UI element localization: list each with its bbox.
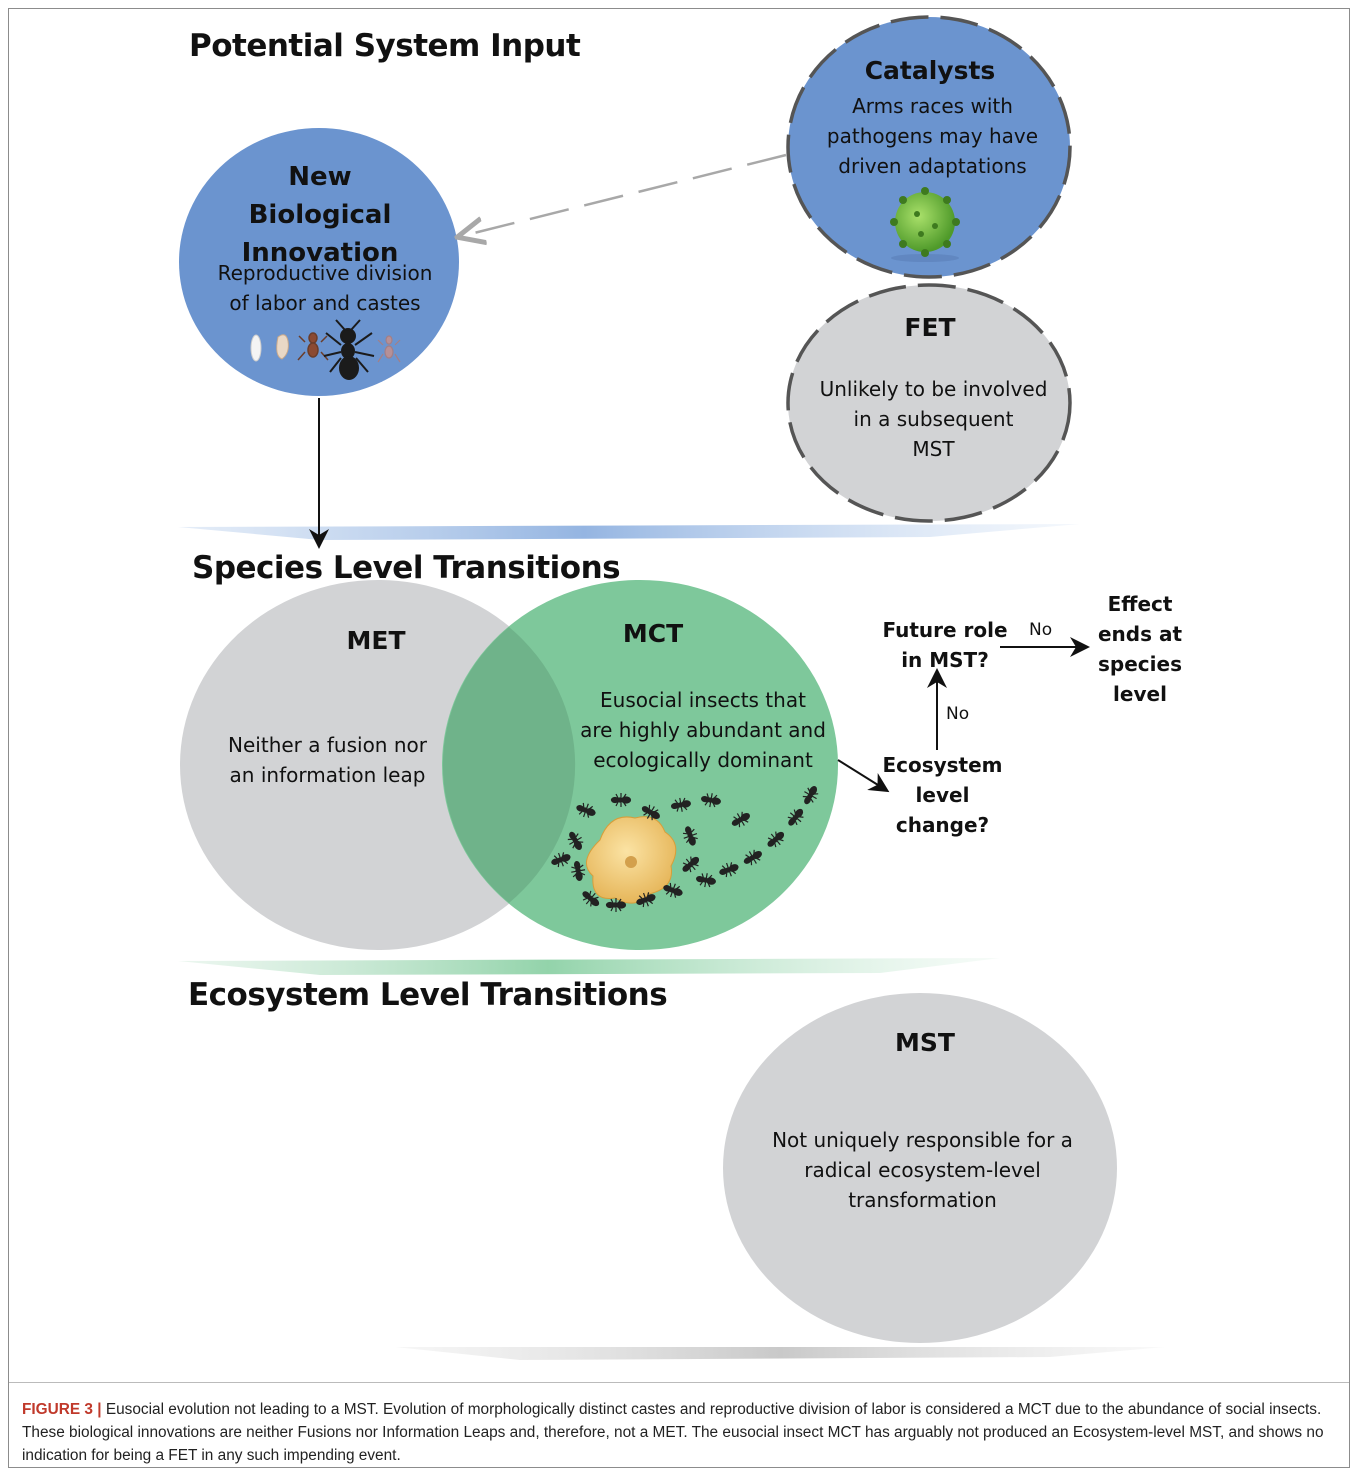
overlap-region — [442, 627, 576, 903]
fet-circle — [786, 283, 1072, 523]
pathogen-icon — [890, 187, 960, 262]
mct-to-ecosystem-arrow — [837, 759, 890, 793]
fet-text: Unlikely to be involved in a subsequent … — [819, 377, 1048, 461]
ant-icon — [802, 786, 819, 805]
ant-icon — [605, 898, 627, 912]
catalysts-circle — [786, 15, 1072, 279]
innovation-circle — [179, 128, 459, 396]
mst-title: MST — [895, 1028, 955, 1057]
catalyst-arrow — [462, 153, 787, 236]
caption-text: Eusocial evolution not leading to a MST.… — [22, 1401, 1324, 1464]
ant-icon — [696, 873, 716, 888]
ecosystem-level-band — [178, 958, 1000, 975]
ant-icon — [610, 793, 632, 807]
ant-colony-icon — [551, 786, 819, 912]
met-title: MET — [346, 626, 406, 655]
ant-icon — [787, 808, 804, 826]
ant-icon — [767, 831, 785, 848]
ant-icon — [641, 804, 660, 821]
no-label-up: No — [946, 704, 970, 724]
ant-icon — [571, 861, 586, 881]
caste-icons — [250, 319, 401, 380]
ant-icon — [636, 892, 656, 908]
bottom-band — [395, 1347, 1165, 1360]
ant-icon — [671, 797, 691, 812]
mst-circle — [723, 993, 1117, 1343]
no-label-right: No — [1029, 620, 1053, 640]
ant-icon — [731, 811, 750, 828]
heading-potential-input: Potential System Input — [189, 28, 581, 64]
effect-ends-label: Effect ends at species level — [1097, 592, 1183, 706]
catalysts-text: Arms races with pathogens may have drive… — [826, 94, 1039, 178]
future-role-question: Future role in MST? — [882, 618, 1008, 672]
ant-icon — [743, 849, 762, 866]
ant-icon — [701, 793, 721, 808]
caption-label: FIGURE 3 | — [22, 1401, 102, 1418]
mct-title: MCT — [622, 619, 684, 648]
figure-caption: FIGURE 3 | Eusocial evolution not leadin… — [22, 1398, 1338, 1467]
mct-text: Eusocial insects that are highly abundan… — [580, 688, 826, 772]
ant-icon — [567, 831, 584, 850]
ant-icon — [551, 852, 571, 868]
ant-icon — [582, 890, 600, 907]
ecosystem-change-question: Ecosystem level change? — [882, 753, 1003, 837]
ant-icon — [682, 856, 700, 873]
ant-icon — [663, 882, 683, 898]
fet-title: FET — [904, 313, 956, 342]
figure-frame — [8, 8, 1350, 1468]
heading-species-level: Species Level Transitions — [192, 550, 621, 586]
ant-icon — [719, 862, 739, 878]
ant-icon — [682, 826, 698, 846]
innovation-title: New Biological Innovation — [241, 162, 399, 268]
met-text: Neither a fusion nor an information leap — [228, 733, 427, 787]
caption-separator — [9, 1382, 1349, 1383]
species-level-band — [178, 524, 1080, 540]
catalysts-title: Catalysts — [864, 56, 996, 85]
mst-text: Not uniquely responsible for a radical e… — [772, 1128, 1073, 1212]
ant-icon — [576, 802, 596, 818]
innovation-text: Reproductive division of labor and caste… — [217, 261, 433, 315]
heading-ecosystem-level: Ecosystem Level Transitions — [188, 977, 668, 1013]
